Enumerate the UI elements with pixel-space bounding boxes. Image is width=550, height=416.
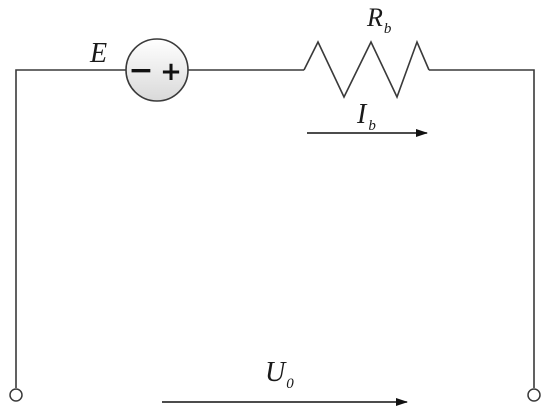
- resistor-label: Rb: [366, 3, 392, 37]
- source-label: E: [89, 38, 107, 69]
- resistor-label-subscript: b: [384, 21, 392, 37]
- left-wire: [15, 69, 126, 388]
- source-circle: [125, 38, 189, 102]
- source-positive-sign: +: [160, 57, 182, 87]
- current-label-main: I: [356, 99, 368, 130]
- voltage-label: U0: [265, 357, 294, 392]
- right-terminal: [527, 388, 541, 402]
- current-label-subscript: b: [368, 118, 376, 134]
- voltage-label-main: U: [265, 357, 287, 388]
- source-negative-sign: −: [128, 53, 153, 88]
- resistor-zigzag: [303, 39, 430, 100]
- voltage-label-subscript: 0: [286, 376, 294, 392]
- resistor-label-main: R: [366, 3, 383, 32]
- emf-source: − +: [125, 38, 189, 102]
- left-terminal: [9, 388, 23, 402]
- right-wire: [429, 69, 535, 388]
